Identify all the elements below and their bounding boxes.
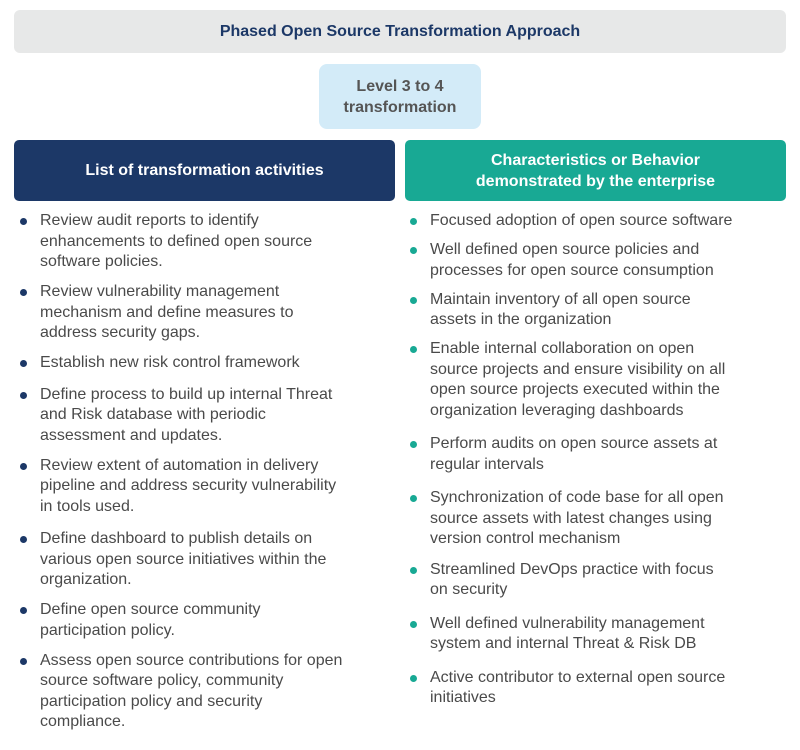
list-item: Synchronization of code base for all ope…	[410, 488, 790, 550]
list-item-text: Well defined vulnerability management sy…	[430, 614, 705, 653]
list-item-text: Review extent of automation in delivery …	[40, 456, 337, 515]
bullet-icon	[410, 620, 417, 628]
bullet-icon	[20, 391, 27, 399]
list-item-text: Establish new risk control framework	[40, 354, 300, 371]
bullet-icon	[410, 247, 417, 254]
bullet-icon	[410, 495, 417, 502]
list-item-text: Review vulnerability management mechanis…	[40, 283, 294, 341]
activities-header: List of transformation activities	[14, 140, 395, 201]
bullet-icon	[410, 296, 417, 304]
bullet-icon	[20, 536, 27, 543]
list-item-text: Maintain inventory of all open source as…	[430, 290, 691, 329]
bullet-icon	[20, 360, 27, 367]
bullet-icon	[20, 657, 27, 665]
list-item: Perform audits on open source assets at …	[410, 434, 790, 475]
list-item-text: Streamlined DevOps practice with focus o…	[430, 560, 714, 599]
list-item: Active contributor to external open sour…	[410, 668, 790, 709]
list-item: Review audit reports to identify enhance…	[20, 211, 390, 273]
diagram-title: Phased Open Source Transformation Approa…	[14, 10, 786, 53]
bullet-icon	[20, 289, 27, 296]
list-item-text: Well defined open source policies and pr…	[430, 241, 714, 279]
list-item: Establish new risk control framework	[20, 353, 390, 374]
list-item-text: Focused adoption of open source software	[430, 212, 733, 229]
list-item: Define open source community participati…	[20, 600, 390, 641]
list-item: Review vulnerability management mechanis…	[20, 282, 390, 344]
list-item-text: Assess open source contributions for ope…	[40, 651, 343, 731]
bullet-icon	[410, 566, 417, 574]
list-item: Well defined vulnerability management sy…	[410, 614, 790, 655]
list-item-text: Enable internal collaboration on open so…	[430, 340, 726, 419]
list-item: Well defined open source policies and pr…	[410, 240, 790, 281]
list-item-text: Define dashboard to publish details on v…	[40, 530, 327, 588]
bullet-icon	[410, 218, 417, 225]
list-item-text: Define open source community participati…	[40, 601, 261, 639]
list-item: Enable internal collaboration on open so…	[410, 339, 790, 421]
list-item-text: Review audit reports to identify enhance…	[40, 212, 313, 270]
list-item-text: Perform audits on open source assets at …	[430, 435, 718, 473]
characteristics-header: Characteristics or Behavior demonstrated…	[405, 140, 786, 201]
bullet-icon	[410, 674, 417, 682]
list-item: Define process to build up internal Thre…	[20, 385, 390, 447]
bullet-icon	[410, 346, 417, 353]
bullet-icon	[20, 462, 27, 470]
list-item: Focused adoption of open source software	[410, 211, 790, 232]
level-box: Level 3 to 4 transformation	[319, 64, 481, 129]
list-item-text: Synchronization of code base for all ope…	[430, 489, 724, 547]
activities-list: Review audit reports to identify enhance…	[20, 211, 390, 742]
bullet-icon	[410, 441, 417, 448]
list-item: Assess open source contributions for ope…	[20, 651, 390, 733]
bullet-icon	[20, 607, 27, 614]
list-item-text: Active contributor to external open sour…	[430, 668, 726, 707]
characteristics-list: Focused adoption of open source software…	[410, 211, 790, 717]
list-item: Maintain inventory of all open source as…	[410, 290, 790, 331]
list-item: Review extent of automation in delivery …	[20, 456, 390, 518]
list-item: Define dashboard to publish details on v…	[20, 529, 390, 591]
list-item-text: Define process to build up internal Thre…	[40, 385, 333, 444]
bullet-icon	[20, 218, 27, 225]
list-item: Streamlined DevOps practice with focus o…	[410, 560, 790, 601]
